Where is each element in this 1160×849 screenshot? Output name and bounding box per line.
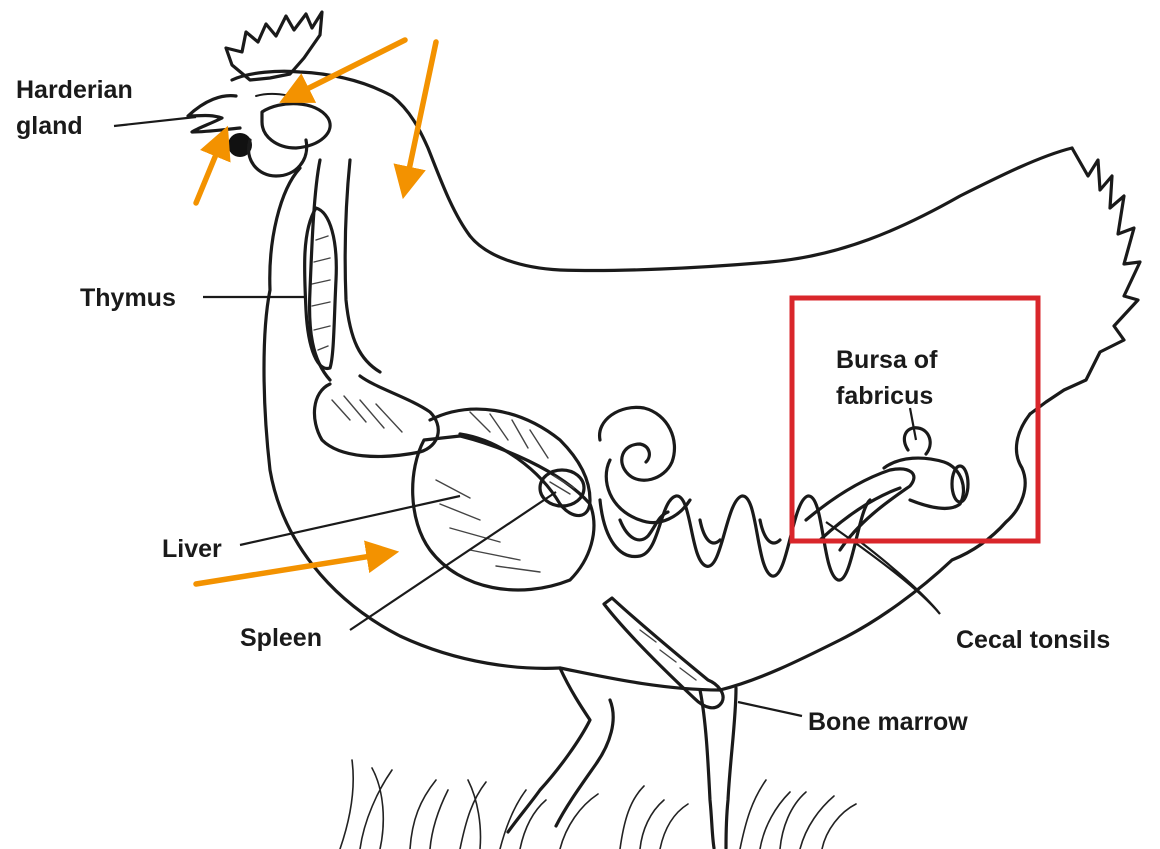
- vent: [952, 466, 968, 502]
- arrow-icon-liver: [196, 554, 384, 584]
- leader-harderian: [114, 117, 196, 126]
- ear-lobe: [262, 104, 330, 148]
- label-spleen: Spleen: [240, 624, 322, 652]
- head: [232, 71, 1072, 270]
- spleen-organ: [540, 470, 584, 506]
- label-bone-marrow: Bone marrow: [808, 708, 968, 736]
- leader-bursa: [910, 408, 916, 440]
- leader-lines: [114, 117, 940, 716]
- right-leg: [700, 690, 714, 848]
- beak: [188, 96, 240, 132]
- gizzard: [600, 407, 675, 480]
- breast-outline: [264, 168, 560, 668]
- grass: [340, 760, 856, 849]
- labels: Harderian gland Thymus Bursa of fabricus…: [16, 76, 1110, 736]
- intestine: [600, 496, 870, 580]
- gizzard-outer: [606, 460, 690, 523]
- label-cecal-tonsils: Cecal tonsils: [956, 626, 1110, 654]
- bursa-organ: [904, 428, 930, 454]
- arrow-icon-eye: [196, 140, 222, 203]
- label-harderian-line2: gland: [16, 112, 83, 140]
- leader-cecal-tonsils: [826, 522, 940, 614]
- label-harderian-line1: Harderian: [16, 76, 133, 104]
- esophagus: [310, 160, 380, 380]
- right-leg-back: [726, 688, 736, 848]
- label-liver: Liver: [162, 535, 222, 563]
- crop: [314, 376, 438, 456]
- left-leg: [508, 668, 590, 832]
- ceca: [806, 469, 914, 550]
- bursa-highlight-box: [792, 298, 1038, 541]
- label-thymus: Thymus: [80, 284, 176, 312]
- comb: [226, 12, 322, 80]
- label-bursa-line1: Bursa of: [836, 346, 938, 374]
- label-bursa-line2: fabricus: [836, 382, 933, 410]
- leader-liver: [240, 496, 460, 545]
- chicken-outline: [188, 12, 1140, 848]
- proventriculus: [430, 409, 590, 515]
- leader-bone-marrow: [738, 702, 802, 716]
- tail: [1030, 148, 1140, 414]
- left-leg-back: [556, 700, 613, 826]
- annotation-arrows: [196, 40, 436, 584]
